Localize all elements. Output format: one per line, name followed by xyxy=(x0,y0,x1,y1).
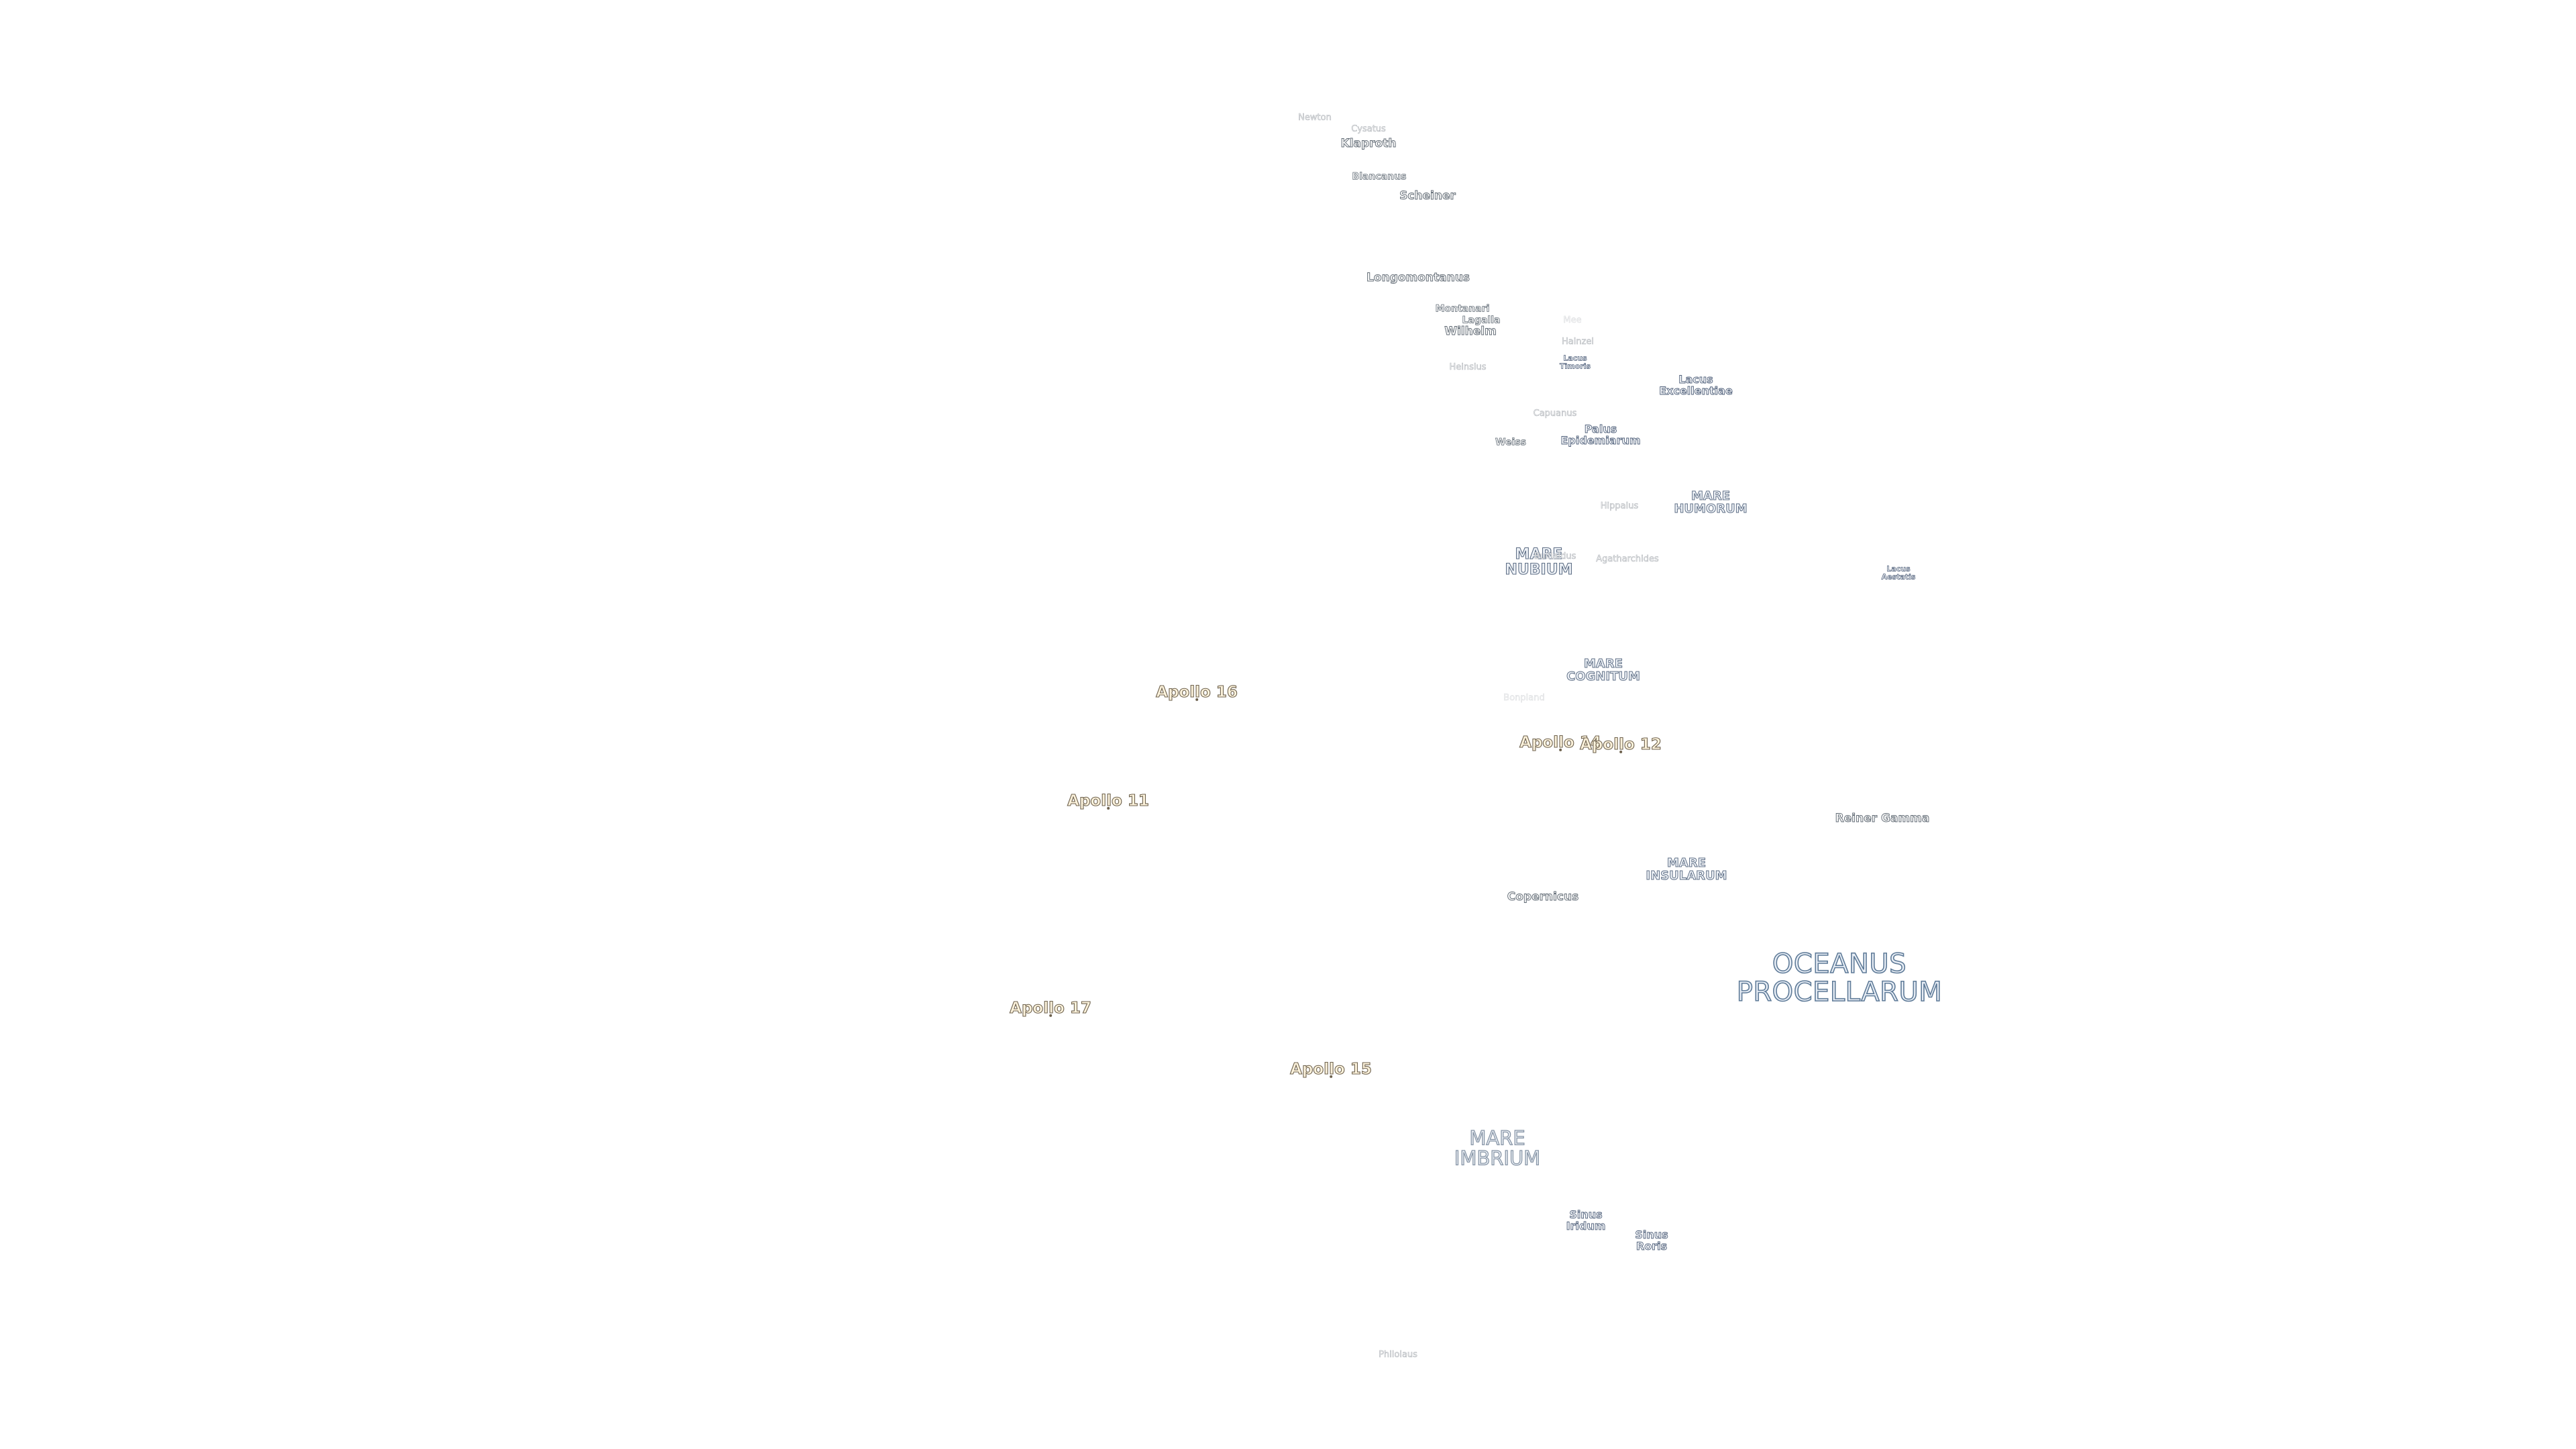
map-label-line: Iridum xyxy=(1566,1220,1606,1232)
map-label-blancanus: Blancanus xyxy=(1352,172,1407,182)
landing-marker-icon xyxy=(1330,1075,1332,1079)
map-label-reiner-gamma: Reiner Gamma xyxy=(1835,812,1930,826)
map-label-line: Reiner Gamma xyxy=(1835,812,1930,826)
landing-site-apollo-12[interactable]: Apollo 12 xyxy=(1580,735,1662,754)
landing-site-apollo-11[interactable]: Apollo 11 xyxy=(1067,792,1150,810)
map-label-line: Lacus xyxy=(1678,373,1713,386)
map-label-line: Lagalla xyxy=(1462,315,1501,326)
map-label-line: Timoris xyxy=(1559,362,1591,370)
map-label-line: INSULARUM xyxy=(1646,869,1727,883)
map-label-cysatus: Cysatus xyxy=(1351,125,1386,134)
landing-marker-icon xyxy=(1559,749,1562,752)
map-label-line: Epidemiarum xyxy=(1560,434,1641,447)
landing-site-label: Apollo 12 xyxy=(1580,735,1662,753)
map-label-montanari: Montanari xyxy=(1435,303,1490,315)
landing-site-label: Apollo 11 xyxy=(1067,792,1150,810)
map-label-line: MARE xyxy=(1690,489,1730,504)
map-label-klaproth: Klaproth xyxy=(1340,137,1397,151)
map-label-line: HUMORUM xyxy=(1674,502,1748,516)
map-label-line: Bonpland xyxy=(1503,693,1545,704)
map-label-wilhelm: Wilhelm xyxy=(1444,325,1497,339)
map-label-line: Longomontanus xyxy=(1366,271,1470,285)
map-label-line: MARE xyxy=(1469,1126,1526,1150)
map-label-line: MARE xyxy=(1515,545,1563,563)
map-label-mee: Mee xyxy=(1563,315,1582,326)
map-label-line: Aestatis xyxy=(1881,572,1916,581)
map-label-line: Cysatus xyxy=(1351,124,1386,135)
map-label-copernicus: Copernicus xyxy=(1507,890,1579,904)
map-label-longomontanus: Longomontanus xyxy=(1366,272,1470,284)
map-label-heinsius: Heinsius xyxy=(1449,362,1487,373)
map-label-line: Roris xyxy=(1635,1240,1668,1252)
landing-site-apollo-16[interactable]: Apollo 16 xyxy=(1156,683,1238,702)
map-label-line: Mee xyxy=(1563,315,1582,326)
map-label-line: Philolaus xyxy=(1379,1350,1417,1360)
map-label-line: Sinus xyxy=(1569,1208,1603,1222)
landing-site-label: Apollo 15 xyxy=(1290,1060,1373,1078)
map-label-line: Weiss xyxy=(1495,437,1527,448)
map-label-line: Scheiner xyxy=(1399,189,1456,203)
map-label-line: Excellentiae xyxy=(1659,384,1733,397)
map-label-agatharchides: Agatharchides xyxy=(1596,555,1659,564)
map-label-line: Heinsius xyxy=(1449,362,1487,373)
map-label-line: Wilhelm xyxy=(1444,325,1497,339)
map-label-hainzel: Hainzel xyxy=(1561,337,1595,347)
map-label-line: IMBRIUM xyxy=(1454,1147,1541,1170)
landing-marker-icon xyxy=(1619,751,1622,754)
map-label-line: Blancanus xyxy=(1352,171,1407,182)
map-label-lagalla: Lagalla xyxy=(1462,315,1501,326)
map-label-line: Capuanus xyxy=(1533,409,1577,419)
map-label-capuanus: Capuanus xyxy=(1533,409,1577,419)
landing-marker-icon xyxy=(1195,698,1198,702)
landing-site-apollo-15[interactable]: Apollo 15 xyxy=(1290,1060,1373,1079)
map-label-line: OCEANUS xyxy=(1772,949,1907,979)
map-label-bonpland: Bonpland xyxy=(1503,693,1545,704)
landing-site-apollo-17[interactable]: Apollo 17 xyxy=(1010,999,1092,1018)
map-label-line: Palus xyxy=(1584,423,1617,436)
map-label-newton: Newton xyxy=(1298,113,1332,123)
map-label-line: Sinus xyxy=(1635,1228,1668,1242)
landing-site-label: Apollo 17 xyxy=(1010,999,1092,1017)
map-label-line: MARE xyxy=(1666,856,1706,871)
landing-site-apollo-14[interactable]: Apollo 14 xyxy=(1519,733,1602,752)
landing-site-label: Apollo 14 xyxy=(1519,733,1602,751)
map-label-scheiner: Scheiner xyxy=(1399,189,1456,203)
map-label-bullialdus: Bullialdus xyxy=(1534,552,1576,561)
map-label-line: Newton xyxy=(1298,113,1332,123)
map-label-line: Hippalus xyxy=(1600,501,1639,512)
map-label-line: PROCELLARUM xyxy=(1736,977,1943,1008)
map-label-line: Lacus xyxy=(1886,564,1911,574)
map-label-philolaus: Philolaus xyxy=(1379,1350,1417,1360)
map-label-line: Lacus xyxy=(1563,354,1587,363)
map-label-line: Bullialdus xyxy=(1534,551,1576,562)
map-label-hippalus: Hippalus xyxy=(1600,501,1639,512)
landing-marker-icon xyxy=(1107,807,1110,810)
map-label-line: Montanari xyxy=(1435,303,1490,315)
map-label-line: NUBIUM xyxy=(1505,561,1573,578)
map-label-line: Copernicus xyxy=(1507,890,1579,904)
map-label-line: Agatharchides xyxy=(1596,554,1659,565)
landing-site-label: Apollo 16 xyxy=(1156,683,1238,701)
landing-marker-icon xyxy=(1049,1014,1052,1018)
map-label-line: Hainzel xyxy=(1561,337,1595,347)
map-label-line: Klaproth xyxy=(1340,137,1397,151)
map-label-weiss: Weiss xyxy=(1495,437,1527,448)
map-label-line: MARE xyxy=(1583,657,1623,672)
map-label-line: COGNITUM xyxy=(1566,669,1641,684)
